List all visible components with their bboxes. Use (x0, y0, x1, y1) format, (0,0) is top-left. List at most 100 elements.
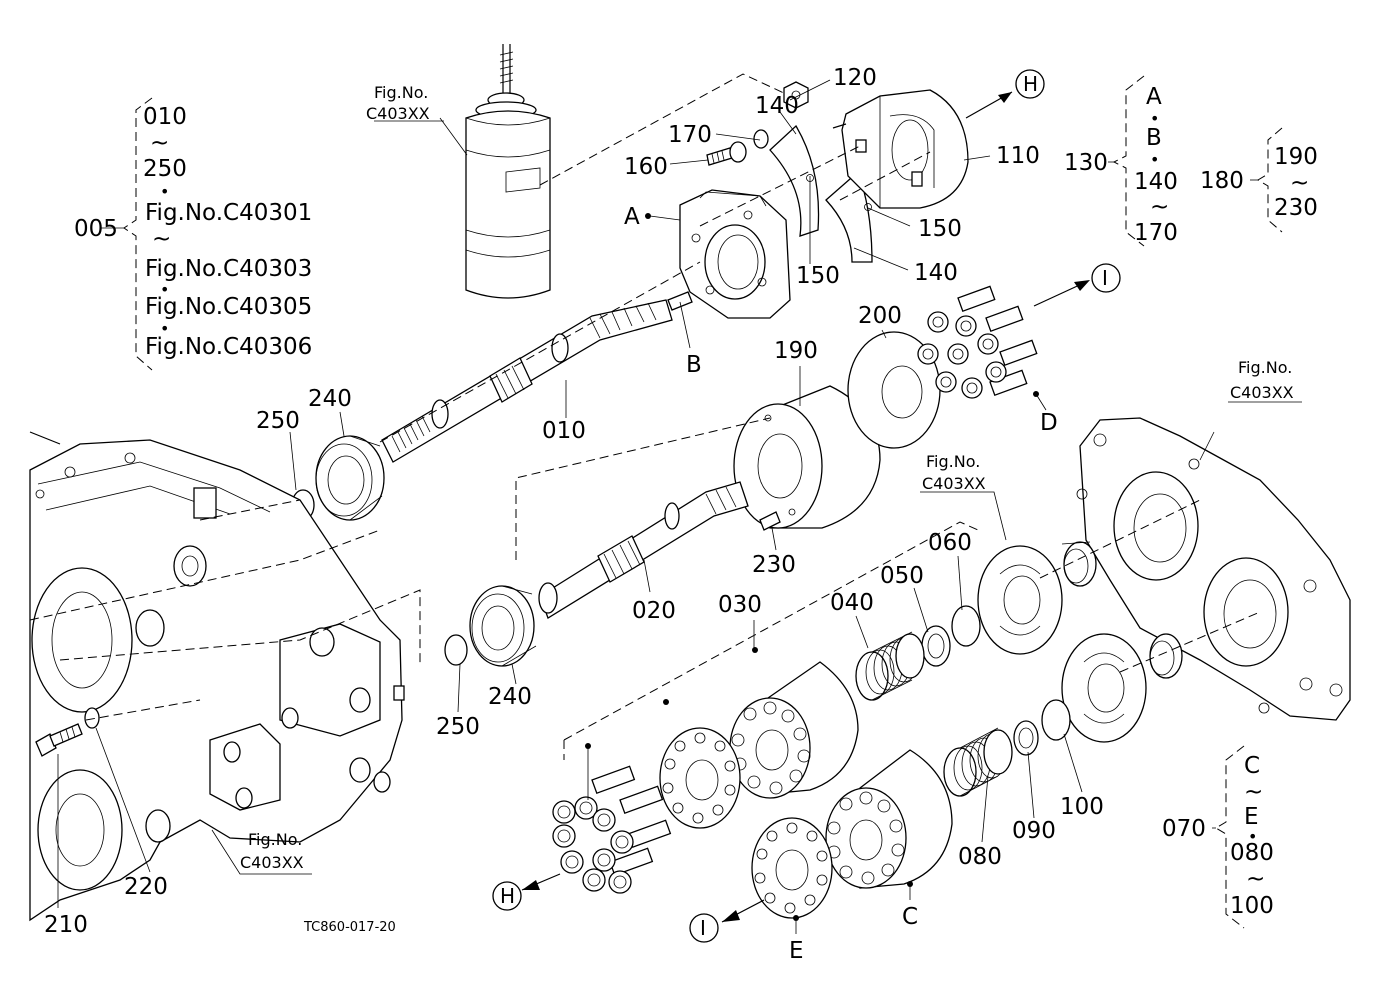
cylinder-block-c-drawing (825, 749, 953, 889)
marker-h-bottom (492, 881, 522, 911)
group-070-id: 070 (1162, 816, 1206, 842)
group-005-item: • (160, 280, 169, 299)
marker-i-top-label: I (1102, 266, 1108, 290)
marker-h-top-label: H (1023, 72, 1038, 96)
group-070-item: ~ (1246, 866, 1265, 892)
group-005-item: 010 (143, 104, 187, 130)
cylinder-block-030-drawing (729, 661, 859, 799)
letter-b: B (686, 352, 702, 378)
group-130-item: • (1150, 150, 1159, 169)
group-070-item: 100 (1230, 893, 1274, 919)
group-005-item: • (160, 182, 169, 201)
group-005-id: 005 (74, 216, 118, 242)
group-braces (100, 75, 1283, 929)
valve-plate-upper-drawing (977, 545, 1063, 655)
right-housing-drawing (1076, 417, 1351, 721)
pistons-lower-left-drawing (552, 765, 672, 894)
housing-110-drawing (832, 89, 969, 209)
group-005-item: Fig.No.C40301 (145, 200, 312, 226)
group-005-item: Fig.No.C40305 (145, 294, 312, 320)
group-130-item: A (1146, 84, 1162, 110)
group-005-item: Fig.No.C40303 (145, 256, 312, 282)
group-005-item: • (160, 319, 169, 338)
fig-ref-top-line2: C403XX (366, 104, 430, 123)
part-240-upper: 240 (308, 386, 352, 412)
group-005-item: 250 (143, 156, 187, 182)
group-130-id: 130 (1064, 150, 1108, 176)
fig-ref-mid-line2: C403XX (922, 474, 986, 493)
part-190: 190 (774, 338, 818, 364)
bolt-210-drawing (35, 723, 83, 757)
spring-040-drawing (855, 631, 925, 701)
part-090: 090 (1012, 818, 1056, 844)
group-005-item: Fig.No.C40306 (145, 334, 312, 360)
part-160: 160 (624, 154, 668, 180)
part-250-upper: 250 (256, 408, 300, 434)
marker-h-top (1015, 69, 1045, 99)
letter-c: C (902, 904, 918, 930)
group-180-item: 190 (1274, 144, 1318, 170)
shaft-010-drawing (381, 299, 673, 463)
group-180-id: 180 (1200, 168, 1244, 194)
part-110: 110 (996, 143, 1040, 169)
part-170: 170 (668, 122, 712, 148)
block-120-drawing (783, 81, 809, 109)
ring-050-drawing (921, 625, 951, 667)
part-060: 060 (928, 530, 972, 556)
group-130-item: B (1146, 125, 1162, 151)
shaft-020-drawing (538, 481, 749, 619)
group-130-item: 170 (1134, 220, 1178, 246)
letter-e: E (789, 938, 804, 964)
group-180-item: 230 (1274, 195, 1318, 221)
group-070-item: • (1248, 827, 1257, 846)
bearing-240-lower-drawing (469, 585, 537, 667)
retainer-plate-e-drawing (751, 817, 833, 919)
part-030: 030 (718, 592, 762, 618)
group-130-item: ~ (1150, 194, 1169, 220)
part-020: 020 (632, 598, 676, 624)
fig-ref-right-line1: Fig.No. (1238, 358, 1292, 377)
part-140-lower: 140 (914, 260, 958, 286)
group-130-item: 140 (1134, 169, 1178, 195)
ring-100-drawing (1041, 699, 1071, 741)
group-130-item: • (1150, 109, 1159, 128)
part-220: 220 (124, 874, 168, 900)
fig-ref-right-line2: C403XX (1230, 383, 1294, 402)
pin-b-drawing (667, 291, 693, 311)
part-080: 080 (958, 844, 1002, 870)
marker-i-top (1091, 263, 1121, 293)
part-010: 010 (542, 418, 586, 444)
washer-220-drawing (84, 707, 100, 729)
centerlines (29, 73, 1261, 760)
marker-i-bottom-label: I (700, 916, 706, 940)
ring-060-drawing (951, 605, 981, 647)
fig-ref-top-line1: Fig.No. (374, 83, 428, 102)
part-240-lower: 240 (488, 684, 532, 710)
part-150-right: 150 (918, 216, 962, 242)
marker-i-bottom (689, 913, 719, 943)
part-040: 040 (830, 590, 874, 616)
plate-200-drawing (847, 331, 941, 449)
swash-segments-drawing (769, 124, 873, 263)
fig-ref-bottom-line2: C403XX (240, 853, 304, 872)
part-120: 120 (833, 65, 877, 91)
part-100: 100 (1060, 794, 1104, 820)
part-150-lower: 150 (796, 263, 840, 289)
part-200: 200 (858, 303, 902, 329)
spring-080-drawing (943, 727, 1013, 797)
figure-code: TC860-017-20 (303, 920, 396, 935)
motor-assembly-drawing (465, 44, 551, 299)
part-250-lower: 250 (436, 714, 480, 740)
group-070-item: E (1244, 804, 1259, 830)
pistons-d-drawing (917, 285, 1038, 399)
group-070-item: ~ (1244, 779, 1263, 805)
pin-230-drawing (759, 511, 781, 531)
flange-a-drawing (679, 189, 791, 319)
part-230: 230 (752, 552, 796, 578)
fig-ref-bottom-line1: Fig.No. (248, 830, 302, 849)
valve-plate-lower-drawing (1061, 633, 1147, 743)
bearing-240-upper-drawing (315, 435, 385, 521)
leader-lines (57, 79, 1302, 934)
